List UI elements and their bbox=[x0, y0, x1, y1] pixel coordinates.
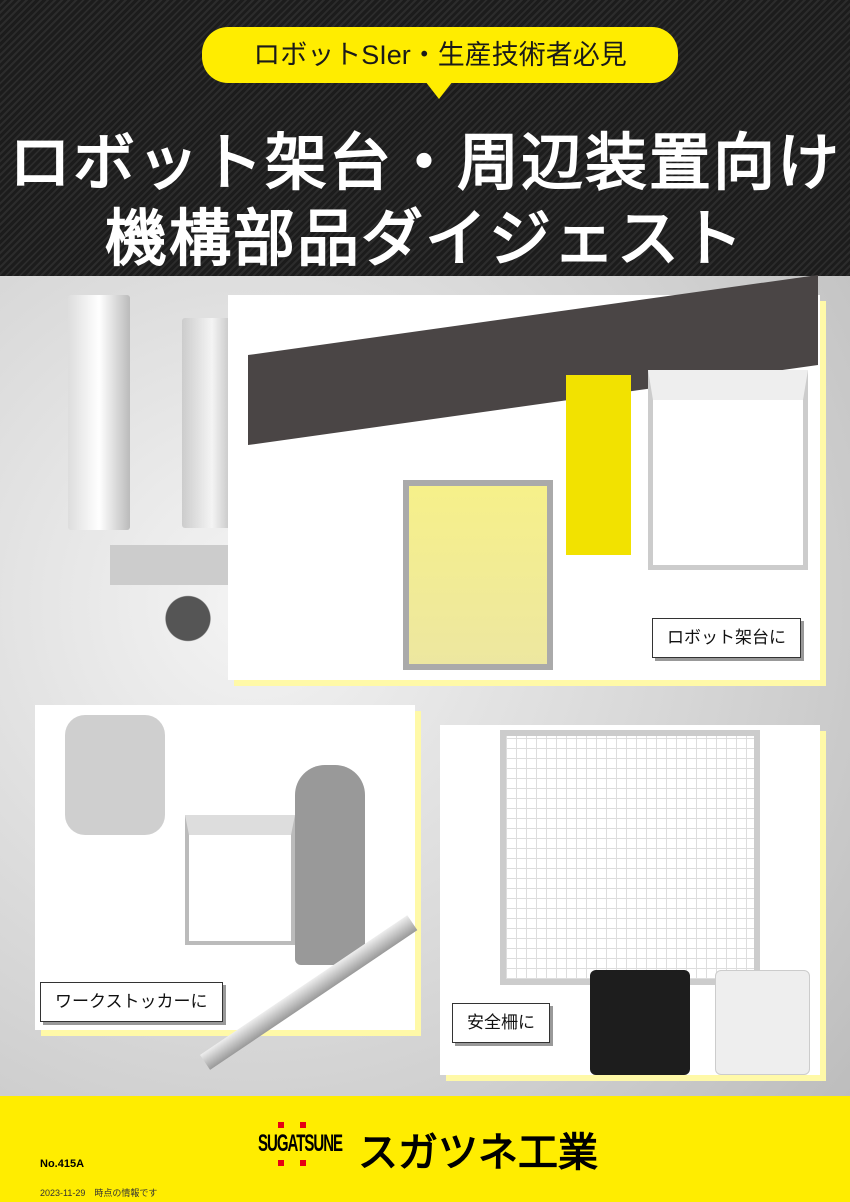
header-banner: ロボットSIer・生産技術者必見 ロボット架台・周辺装置向け 機構部品ダイジェス… bbox=[0, 0, 850, 276]
section-label-safety-fence: 安全柵に bbox=[452, 1003, 550, 1043]
tagline-bubble: ロボットSIer・生産技術者必見 bbox=[202, 27, 678, 99]
section-label-work-stocker: ワークストッカーに bbox=[40, 982, 223, 1022]
robot-stand-image bbox=[403, 480, 553, 670]
robot-stand-panel bbox=[228, 274, 820, 680]
footer-bar bbox=[0, 1096, 850, 1202]
logo-japanese: スガツネ工業 bbox=[358, 1131, 598, 1175]
work-stocker-panel bbox=[35, 705, 415, 1030]
page-title-line1: ロボット架台・周辺装置向け bbox=[8, 129, 841, 198]
logo-english: SUGATSUNE bbox=[258, 1130, 343, 1158]
robot-arm-image bbox=[65, 715, 165, 835]
white-hinge-image bbox=[715, 970, 810, 1075]
yellow-lift-image bbox=[566, 375, 631, 555]
logo-mark bbox=[278, 1122, 284, 1128]
fence-image bbox=[500, 730, 760, 985]
logo-mark bbox=[278, 1160, 284, 1166]
worker-silhouette-image bbox=[295, 765, 365, 965]
page-title-line2: 機構部品ダイジェスト bbox=[104, 205, 745, 274]
logo-mark bbox=[300, 1122, 306, 1128]
table-image bbox=[648, 370, 808, 570]
section-label-robot-stand: ロボット架台に bbox=[652, 618, 801, 658]
date-note: 2023-11-29 時点の情報です bbox=[40, 1188, 158, 1198]
stocker-cart-image bbox=[185, 815, 295, 945]
logo-mark bbox=[300, 1160, 306, 1166]
linear-actuator-image bbox=[68, 295, 130, 530]
black-hinge-image bbox=[590, 970, 690, 1075]
safety-fence-panel bbox=[440, 725, 820, 1075]
catalog-number: No.415A bbox=[40, 1158, 85, 1170]
caster-image bbox=[110, 545, 240, 650]
